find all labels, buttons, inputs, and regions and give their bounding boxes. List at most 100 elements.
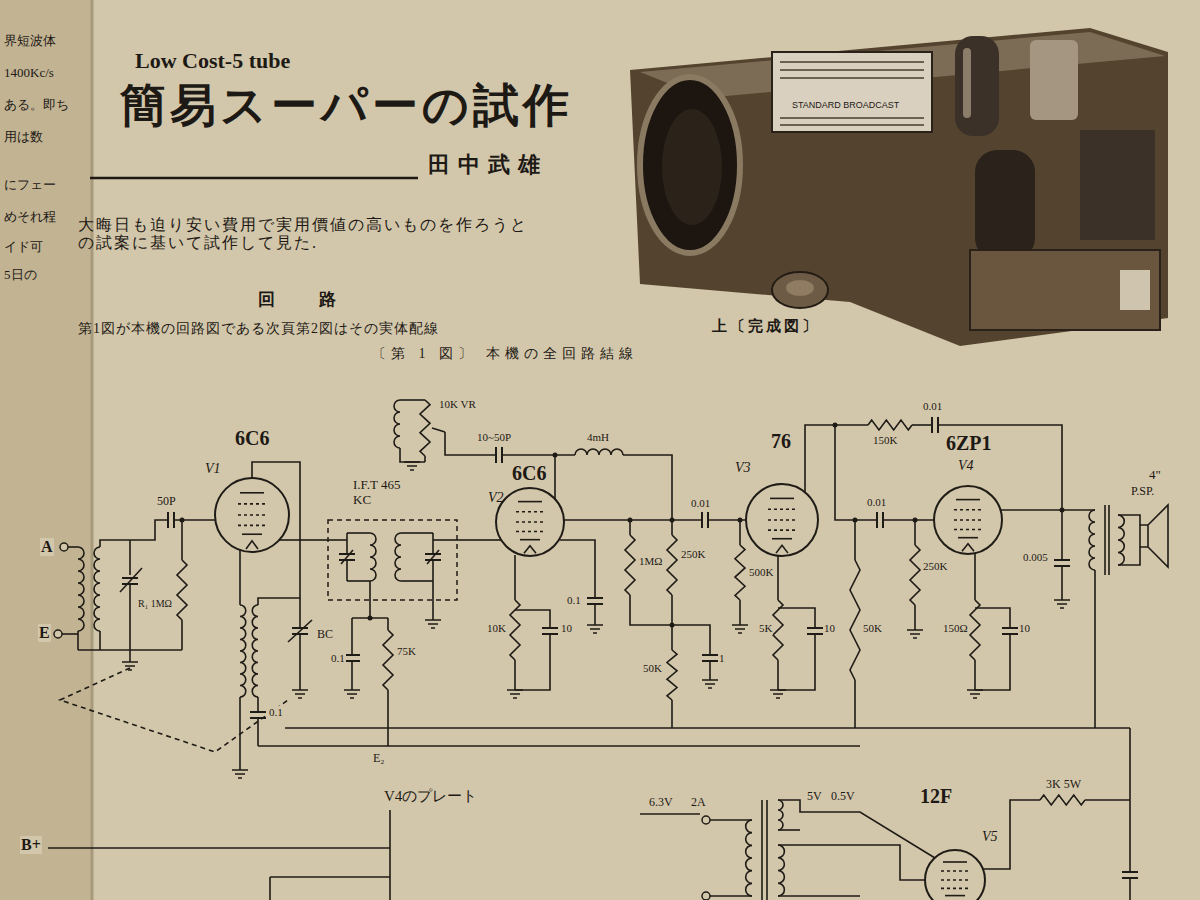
transformer-core (1108, 505, 1110, 575)
wire (488, 539, 501, 541)
wire (100, 520, 168, 547)
wire (854, 680, 856, 728)
resistor-value: 10K (486, 622, 507, 635)
wire (1000, 509, 1095, 511)
lead-text: 大晦日も迫り安い費用で実用價値の高いものを作ろうと の試案に基いて試作して見た. (78, 216, 546, 253)
margin-text: 1400Kc/s (4, 66, 54, 81)
tube-envelope (746, 484, 818, 556)
wire-connector (460, 539, 488, 541)
vacuum-tube: 6C6V2 (488, 462, 568, 562)
wire (938, 425, 1062, 510)
wire-connector (295, 539, 325, 541)
article-title: 簡易スーパーの試作 (120, 80, 573, 133)
tube-highlight (963, 48, 971, 118)
wire (564, 519, 702, 521)
capacitor-value: 0.1 (330, 652, 346, 665)
wire (1061, 510, 1063, 560)
tube-number: V1 (205, 461, 221, 477)
tube-grid (768, 508, 796, 510)
wire (400, 448, 425, 462)
coil-symbol (395, 533, 401, 581)
tube-cathode (958, 537, 978, 539)
tube-heater (776, 545, 788, 553)
wire (514, 555, 516, 600)
ground-symbol (587, 625, 603, 633)
wire (778, 829, 800, 831)
wire (1085, 799, 1130, 801)
resistor-value: 150Ω (942, 622, 969, 635)
tube-grid (238, 514, 266, 516)
wire (739, 520, 741, 545)
wire (432, 533, 434, 554)
ground-symbol (732, 625, 748, 633)
wire (401, 580, 433, 582)
capacitor-symbol (932, 417, 938, 433)
margin-text: ある。即ち (4, 98, 69, 113)
wire (433, 539, 460, 541)
title-rule (90, 177, 418, 180)
terminal-label: A (40, 538, 54, 556)
dial-scale (780, 62, 924, 125)
wire (99, 631, 101, 650)
resistor-symbol (850, 560, 860, 680)
wiper-arrow (432, 428, 445, 432)
wire (1118, 515, 1140, 525)
tube-grid (238, 525, 266, 527)
tube-grid (238, 503, 266, 505)
wire (369, 600, 371, 618)
resistor-symbol (970, 600, 980, 660)
wire (424, 456, 426, 462)
capacitor-value: 50P (156, 495, 177, 509)
ift-can (1030, 40, 1078, 120)
tube-plate (518, 501, 542, 503)
gutter-edge (91, 0, 94, 900)
terminal-label: E (38, 624, 51, 642)
resistor-value: 250K (922, 560, 948, 573)
resistor-symbol (667, 650, 677, 700)
speaker-grille (640, 77, 740, 253)
tube-heater (246, 541, 258, 549)
trimmer-arrow (341, 550, 353, 564)
tube-grid (516, 521, 544, 523)
author-name: 田中武雄 (428, 152, 548, 177)
tuning-arrow (120, 568, 142, 592)
wire (623, 455, 672, 535)
tube-number: V2 (488, 490, 504, 506)
capacitor-value: 0.1 (566, 594, 582, 607)
wire (914, 520, 916, 545)
voltage-label: 5V (806, 790, 823, 804)
terminal-label: E₂ (372, 752, 386, 766)
circuit-schematic (48, 400, 1168, 900)
choke-symbol (575, 449, 623, 455)
capacitor-label: BC (316, 628, 334, 642)
ground-symbol (907, 630, 923, 638)
wire (854, 520, 856, 560)
vacuum-tube: 6C6V1 (205, 425, 295, 560)
tube-grid (516, 511, 544, 513)
margin-text: めそれ程 (4, 210, 56, 225)
tube-envelope (215, 478, 289, 552)
wire (709, 661, 711, 680)
wire (239, 550, 241, 605)
wire (710, 819, 752, 821)
tube-cathode (945, 895, 965, 897)
capacitor-symbol (1002, 628, 1018, 634)
wire (975, 608, 1010, 628)
capacitor-symbol (250, 712, 266, 718)
wire (974, 553, 976, 600)
wire (739, 600, 741, 625)
wire (975, 634, 1010, 690)
coil-symbol (252, 605, 258, 697)
wire (68, 546, 78, 548)
ground-symbol (425, 620, 441, 628)
resistor-symbol (735, 545, 745, 600)
wire (389, 810, 391, 900)
resistor-value: 50K (862, 622, 883, 635)
capacitor-symbol (702, 512, 708, 528)
tube-cathode (772, 538, 792, 540)
capacitor-symbol (877, 512, 883, 528)
front-slot (1120, 270, 1150, 310)
capacitor-value: 10 (1018, 622, 1031, 635)
junction-dot (553, 453, 558, 458)
